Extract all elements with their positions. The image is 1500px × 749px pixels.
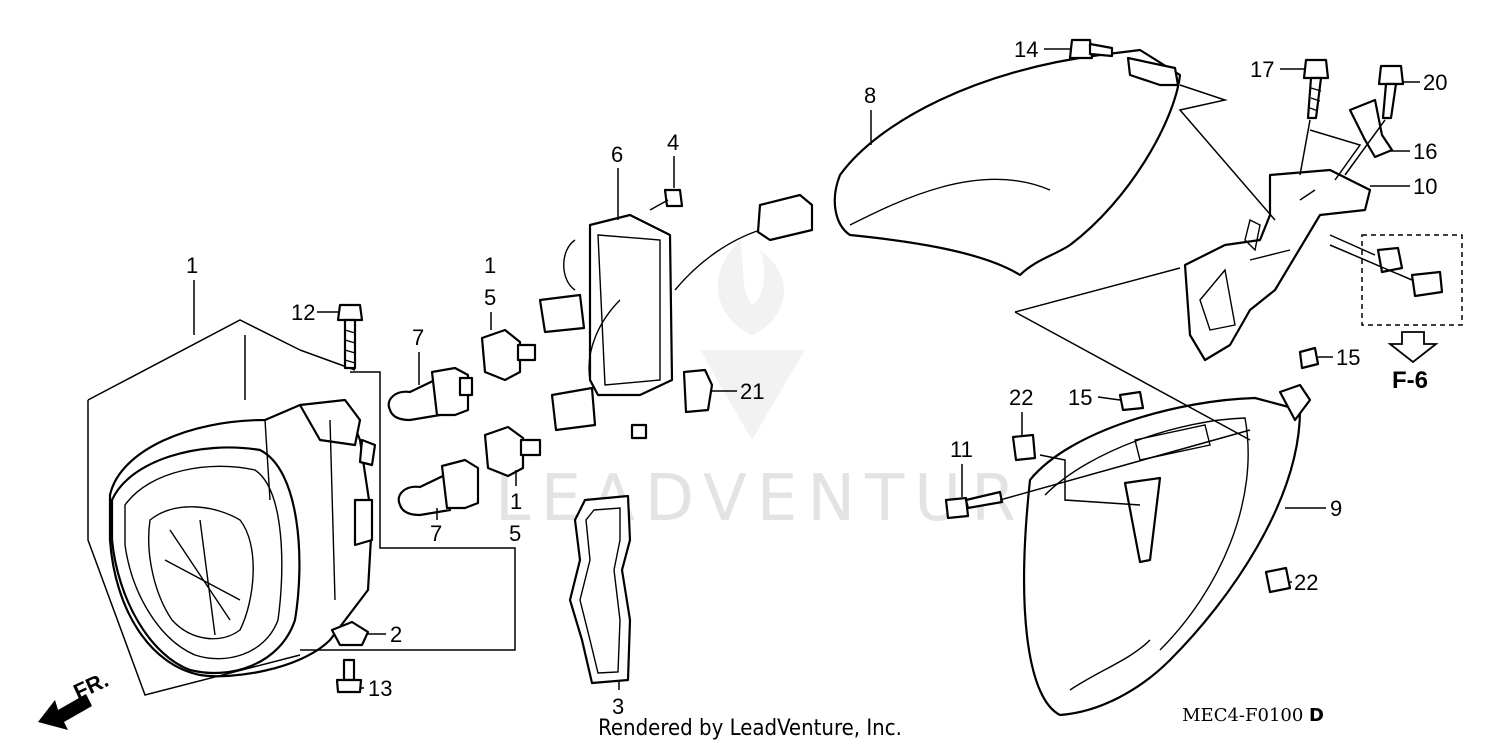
callout-17: 17 [1250,57,1274,82]
callout-1a: 1 [186,253,198,278]
diagram-code-text: MEC4-F0100 [1182,705,1304,726]
grommet-detail [1376,246,1444,298]
socket-5-upper [480,328,537,382]
callout-3: 3 [612,694,624,719]
footer-credit: Rendered by LeadVenture, Inc. [598,716,902,741]
front-label: FR. [70,667,113,705]
gasket-3 [568,494,632,685]
bolt-lines [300,371,516,651]
callout-2: 2 [390,622,402,647]
callout-20: 20 [1423,70,1447,95]
callout-1b: 1 [484,253,496,278]
diagram-code: MEC4-F0100 D [1182,705,1324,726]
callout-11: 11 [950,437,973,462]
stay-16 [1348,98,1394,159]
bolt-14 [1068,38,1114,60]
callout-16: 16 [1413,139,1437,164]
clip-2 [330,620,370,647]
socket-5-lower [483,425,542,478]
diagram-revision: D [1309,705,1324,726]
bolt-20 [1377,64,1405,120]
callout-4: 4 [667,130,679,155]
bolt-12 [336,303,364,370]
cowl-lines [999,267,1251,506]
clip-15-lower [1118,390,1145,412]
bolt-17 [1302,58,1330,120]
callout-5b: 5 [509,521,521,546]
windscreen-8 [833,48,1182,277]
callouts: 1 12 1 5 7 1 5 7 6 4 21 2 13 3 8 14 17 2… [186,37,1447,719]
callout-7a: 7 [412,325,424,350]
callout-5a: 5 [484,285,496,310]
screw-4 [649,188,684,211]
watermark-logo [700,240,805,440]
reference-label: F-6 [1392,367,1428,394]
clip-15-upper [1298,346,1320,370]
callout-7b: 7 [430,521,442,546]
callout-12: 12 [291,300,315,325]
callout-22a: 22 [1009,385,1033,410]
reference-box [1361,234,1463,326]
bracket-10 [1183,168,1372,362]
callout-13: 13 [368,676,392,701]
callout-10: 10 [1413,174,1437,199]
callout-14: 14 [1014,37,1038,62]
headlight-bracket-lines [87,319,356,696]
bolt-11 [944,490,1004,520]
callout-1c: 1 [510,489,522,514]
callout-15a: 15 [1336,345,1360,370]
grommet-22-upper [1011,433,1037,462]
connector-21 [682,368,714,414]
reference-leader [1329,234,1413,281]
reference-arrow-icon [1387,331,1439,364]
headlight-assembly [108,398,377,678]
callout-22b: 22 [1294,570,1318,595]
callout-21: 21 [740,379,764,404]
screw-13 [335,658,363,694]
bracket-lines [1178,84,1386,221]
front-arrow-icon [38,694,92,730]
grommet-22-lower [1264,566,1292,594]
callout-15b: 15 [1068,385,1092,410]
wire-harness-6 [538,193,814,440]
bulb-7-upper [387,366,474,422]
callout-8: 8 [864,83,876,108]
leader-15b [1097,396,1121,401]
callout-9: 9 [1330,496,1342,521]
side-cowl-9 [1023,383,1312,717]
callout-6: 6 [611,142,623,167]
bulb-7-lower [397,458,480,517]
